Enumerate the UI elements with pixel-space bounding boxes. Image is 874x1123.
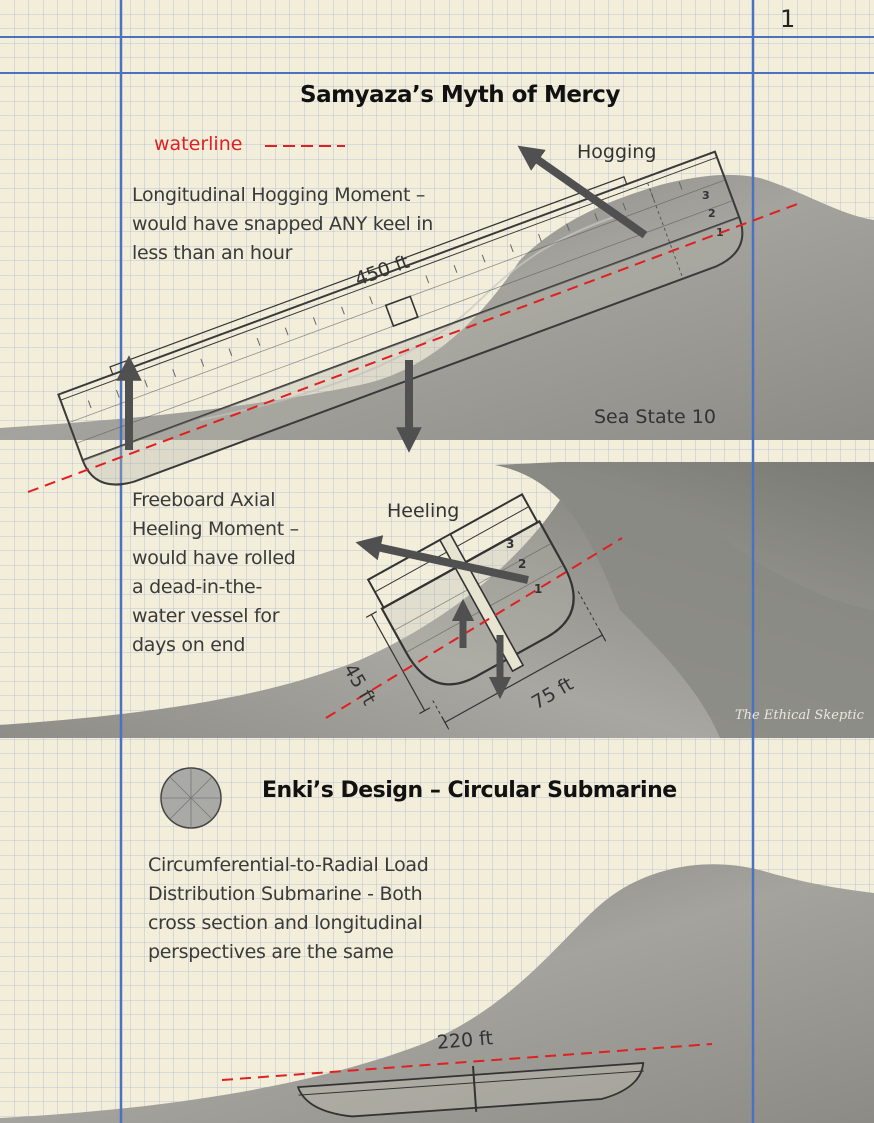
hogging-note-line-3: less than an hour: [132, 242, 293, 264]
page-title: Samyaza’s Myth of Mercy: [300, 82, 620, 108]
heeling-label: Heeling: [387, 500, 460, 522]
middle-waterline: [325, 537, 623, 719]
mid-compartment-2: 2: [518, 557, 526, 571]
heeling-note-line-3: would have rolled: [132, 547, 296, 569]
submarine-note-line-1: Circumferential-to-Radial Load: [148, 854, 429, 876]
hogging-note-line-2: would have snapped ANY keel in: [132, 213, 433, 235]
bottom-wave: [0, 864, 874, 1123]
legend-waterline-label: waterline: [154, 133, 243, 155]
bottom-waterline: [221, 1043, 713, 1081]
submarine-note-line-2: Distribution Submarine - Both: [148, 883, 423, 905]
heeling-note: Freeboard Axial Heeling Moment – would h…: [132, 486, 332, 660]
top-wave: [0, 174, 874, 440]
heeling-note-line-6: days on end: [132, 634, 246, 656]
heeling-note-line-1: Freeboard Axial: [132, 489, 276, 511]
heeling-arrow: [355, 535, 529, 584]
submarine-note-line-3: cross section and longitudinal: [148, 912, 423, 934]
heeling-note-line-2: Heeling Moment –: [132, 518, 299, 540]
submarine-hull: [296, 1062, 645, 1118]
top-compartment-2: 2: [708, 207, 716, 220]
top-wave-foam: [199, 214, 621, 421]
hogging-note-line-1: Longitudinal Hogging Moment –: [132, 184, 426, 206]
sea-state-label: Sea State 10: [594, 406, 716, 428]
long-hull: [57, 150, 744, 486]
mid-compartment-1: 1: [534, 582, 542, 596]
top-waterline: [27, 202, 801, 493]
submarine-title: Enki’s Design – Circular Submarine: [262, 778, 677, 803]
submarine-note: Circumferential-to-Radial Load Distribut…: [148, 851, 488, 967]
hogging-note: Longitudinal Hogging Moment – would have…: [132, 181, 462, 268]
page-number: 1: [780, 5, 796, 33]
middle-wave-crest: [495, 464, 874, 738]
submarine-note-line-4: perspectives are the same: [148, 941, 394, 963]
hogging-label: Hogging: [577, 141, 657, 163]
mid-compartment-3: 3: [506, 537, 514, 551]
heeling-note-line-4: a dead-in-the-: [132, 576, 263, 598]
heeling-note-line-5: water vessel for: [132, 605, 280, 627]
hogging-arrow: [517, 145, 648, 239]
top-compartment-3: 3: [702, 189, 710, 202]
watermark: The Ethical Skeptic: [735, 708, 864, 723]
